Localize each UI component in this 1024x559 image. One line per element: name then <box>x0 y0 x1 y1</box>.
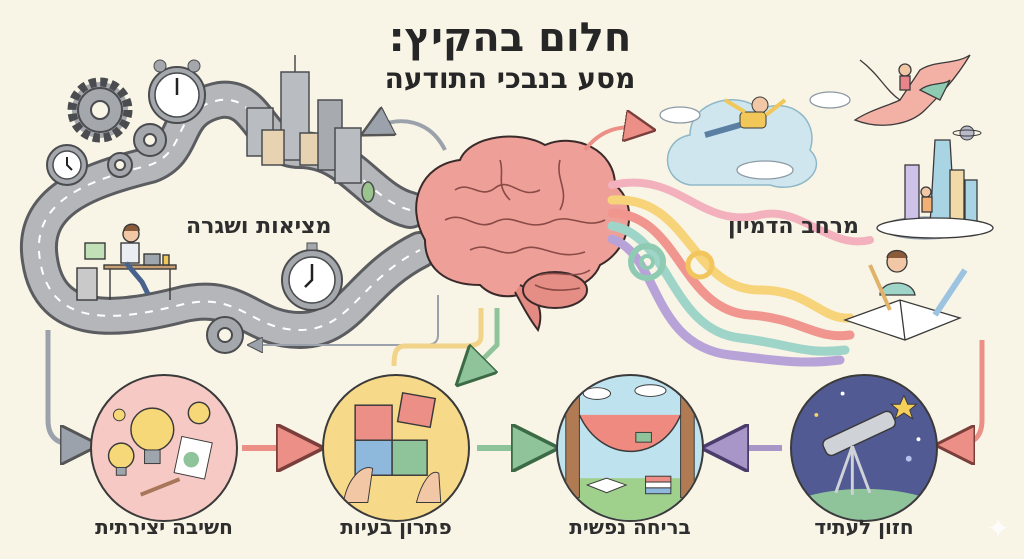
clock-icon <box>46 144 88 186</box>
region-label-imagination: מרחב הדמיון <box>728 214 859 239</box>
node-label-creative-thinking: חשיבה יצירתית <box>95 515 233 539</box>
node-future-vision <box>790 374 938 522</box>
puzzle-icon <box>342 391 442 503</box>
node-creative-thinking <box>90 374 238 522</box>
diagram-title: חלום בהקיץ: מסע בנבכי התודעה <box>360 14 660 96</box>
alarm-clock-icon <box>148 59 206 124</box>
brain-icon <box>415 135 631 333</box>
title-main: חלום בהקיץ: <box>388 15 632 61</box>
fantasy-city-icon <box>876 139 994 239</box>
arrow-imagination-to-vision <box>955 340 985 445</box>
stopwatch-icon <box>281 242 343 311</box>
city-buildings-icon <box>246 55 375 203</box>
sparkle-icon: ✦ <box>986 512 1010 545</box>
planet-icon <box>952 125 982 141</box>
node-mental-escape <box>556 374 704 522</box>
gears-icon <box>67 77 244 354</box>
region-label-reality: מציאות ושגרה <box>186 214 332 239</box>
lightbulb-icon <box>107 401 213 497</box>
hammock-icon <box>558 384 702 520</box>
bird-rider-icon <box>853 54 971 126</box>
arrow-to-imagination <box>583 127 640 152</box>
office-worker-icon <box>76 223 177 301</box>
node-problem-solving <box>322 374 470 522</box>
writing-boy-icon <box>843 249 962 341</box>
telescope-icon <box>792 391 936 520</box>
node-label-future-vision: חזון לעתיד <box>814 515 914 539</box>
title-subtitle: מסע בנבכי התודעה <box>384 62 636 95</box>
arrow-to-reality <box>375 121 447 151</box>
arrow-brain-to-problem <box>470 308 500 372</box>
node-label-mental-escape: בריחה נפשית <box>569 515 691 539</box>
arrow-reality-to-creative <box>45 330 80 445</box>
pen-icon <box>932 268 968 317</box>
node-label-problem-solving: פתרון בעיות <box>340 515 452 539</box>
